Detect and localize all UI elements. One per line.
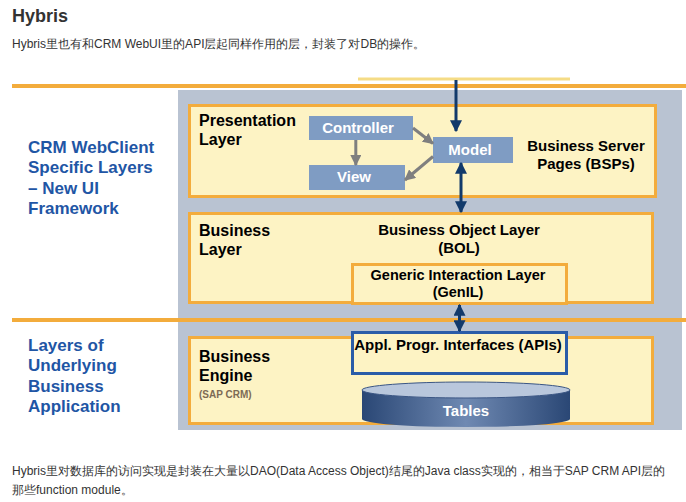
- connector-arrow: [405, 157, 433, 181]
- layer-group-label: Layers of Underlying Business Applicatio…: [28, 336, 163, 418]
- inbound-arrow: [455, 80, 458, 131]
- database-cylinder: Tables: [361, 380, 577, 428]
- connector-arrow: [460, 163, 463, 212]
- box-title: View: [309, 168, 399, 186]
- background-panel: [178, 90, 682, 430]
- box-title: Business Layer: [199, 221, 299, 259]
- box-title: Business Engine: [199, 347, 299, 385]
- yellow-rule: [358, 78, 570, 81]
- api-box: Appl. Progr. Interfaces (APIs): [351, 331, 568, 375]
- box-title: Presentation Layer: [199, 111, 309, 149]
- layer-box: Business Engine (SAP CRM) Appl. Progr. Int…: [188, 336, 654, 425]
- connector-arrow: [354, 140, 357, 165]
- box-title: Model: [433, 141, 507, 159]
- mvc-box: Controller: [309, 116, 413, 140]
- closing-paragraph: Hybris里对数据库的访问实现是封装在大量以DAO(Data Access O…: [12, 462, 676, 500]
- connector-arrow: [458, 305, 461, 331]
- intro-paragraph: Hybris里也有和CRM WebUI里的API层起同样作用的层，封装了对DB的…: [12, 36, 676, 53]
- orange-rule: [12, 318, 686, 322]
- layer-box: Business Layer Business Object Layer (BOL…: [188, 212, 654, 304]
- layer-box: Presentation LayerBusiness Server Pages …: [188, 104, 657, 198]
- box-subtitle: Business Object Layer (BOL): [359, 221, 559, 257]
- box-title: Controller: [309, 119, 407, 137]
- layer-group-label: CRM WebClient Specific Layers – New UI F…: [28, 138, 163, 220]
- orange-rule: [12, 84, 686, 88]
- connector-arrow: [413, 128, 433, 144]
- box-title: Appl. Progr. Interfaces (APIs): [354, 336, 562, 354]
- box-title: Tables: [361, 402, 571, 420]
- box-title: Generic Interaction Layer (GenIL): [354, 267, 562, 302]
- box-subtitle: Business Server Pages (BSPs): [521, 137, 651, 173]
- mvc-box: Model: [433, 137, 513, 163]
- interaction-layer-box: Generic Interaction Layer (GenIL): [351, 263, 568, 305]
- page-title: Hybris: [12, 6, 68, 28]
- box-subtitle: (SAP CRM): [199, 389, 299, 401]
- mvc-box: View: [309, 165, 405, 190]
